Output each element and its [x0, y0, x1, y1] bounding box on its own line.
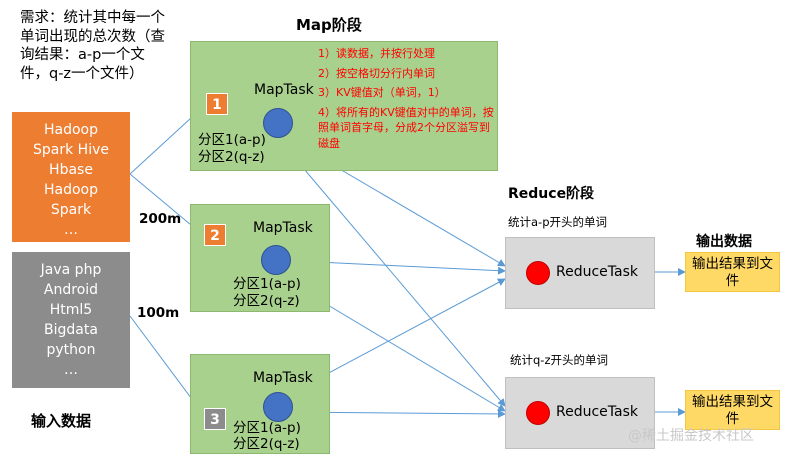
maptask-1-label: MapTask — [254, 82, 314, 98]
reduce-stage-title: Reduce阶段 — [508, 186, 595, 202]
reducetask-1-box: ReduceTask — [505, 237, 655, 309]
output-file-2: 输出结果到文件 — [685, 390, 780, 430]
reducetask-1-caption: 统计a-p开头的单词 — [508, 215, 607, 229]
maptask-2-partition-2: 分区2(q-z) — [233, 293, 300, 309]
maptask-2-partition-1: 分区1(a-p) — [233, 276, 301, 292]
input-line: Spark Hive — [33, 142, 109, 158]
input-file-1: Hadoop Spark Hive Hbase Hadoop Spark … — [12, 112, 130, 242]
maptask-1-badge: 1 — [206, 93, 228, 115]
maptask-1-partition-1: 分区1(a-p) — [198, 132, 266, 148]
map-stage-title: Map阶段 — [296, 16, 362, 34]
watermark: @稀土掘金技术社区 — [628, 428, 754, 444]
input-line: Bigdata — [44, 322, 98, 338]
maptask-3-partition-1: 分区1(a-p) — [233, 420, 301, 436]
maptask-3-label: MapTask — [253, 370, 313, 386]
maptask-1-partition-2: 分区2(q-z) — [198, 149, 265, 165]
arrow-map1-to-reduce2 — [281, 142, 506, 407]
input-line: Hadoop — [43, 182, 98, 198]
reducetask-2-box: ReduceTask — [505, 377, 655, 449]
split-size-200m: 200m — [139, 211, 182, 227]
maptask-2-badge: 2 — [204, 224, 226, 246]
input-line: Hbase — [49, 162, 93, 178]
input-file-2: Java php Android Html5 Bigdata python … — [12, 252, 130, 388]
input-data-label: 输入数据 — [31, 412, 92, 430]
maptask-1-box: 1 MapTask 分区1(a-p) 分区2(q-z) — [190, 41, 498, 171]
input-line: Java php — [40, 262, 102, 278]
map-steps-notes: 1）读数据，并按行处理 2）按空格切分行内单词 3）KV键值对（单词，1） 4）… — [318, 46, 500, 155]
output-data-title: 输出数据 — [696, 234, 752, 250]
maptask-3-partition-2: 分区2(q-z) — [233, 436, 300, 452]
input-line: … — [64, 222, 78, 238]
input-line: Html5 — [49, 302, 93, 318]
maptask-2-label: MapTask — [253, 220, 313, 236]
output-file-1: 输出结果到文件 — [685, 252, 780, 292]
reducetask-2-circle — [526, 401, 550, 425]
reducetask-2-caption: 统计q-z开头的单词 — [510, 353, 608, 367]
requirement-text: 需求：统计其中每一个单词出现的总次数（查询结果：a-p一个文件，q-z一个文件） — [20, 10, 165, 82]
map-step-3: 3）KV键值对（单词，1） — [318, 86, 446, 99]
map-step-2: 2）按空格切分行内单词 — [318, 66, 435, 80]
maptask-2-circle — [261, 245, 291, 275]
input-line: Hadoop — [43, 122, 98, 138]
reducetask-1-circle — [526, 261, 550, 285]
reducetask-2-label: ReduceTask — [556, 404, 638, 420]
map-step-1: 1）读数据，并按行处理 — [318, 47, 435, 60]
maptask-3-badge: 3 — [204, 408, 226, 430]
maptask-2-box: 2 MapTask 分区1(a-p) 分区2(q-z) — [190, 204, 330, 312]
map-step-4: 4）将所有的KV键值对中的单词，按照单词首字母，分成2个分区溢写到磁盘 — [318, 105, 494, 150]
input-line: Spark — [50, 202, 92, 218]
maptask-3-box: 3 MapTask 分区1(a-p) 分区2(q-z) — [190, 354, 330, 454]
input-line: Android — [43, 282, 99, 298]
input-line: python — [46, 342, 96, 358]
input-line: … — [64, 362, 78, 378]
split-size-100m: 100m — [137, 305, 180, 321]
reducetask-1-label: ReduceTask — [556, 264, 638, 280]
maptask-1-circle — [263, 108, 293, 138]
maptask-3-circle — [263, 392, 293, 422]
